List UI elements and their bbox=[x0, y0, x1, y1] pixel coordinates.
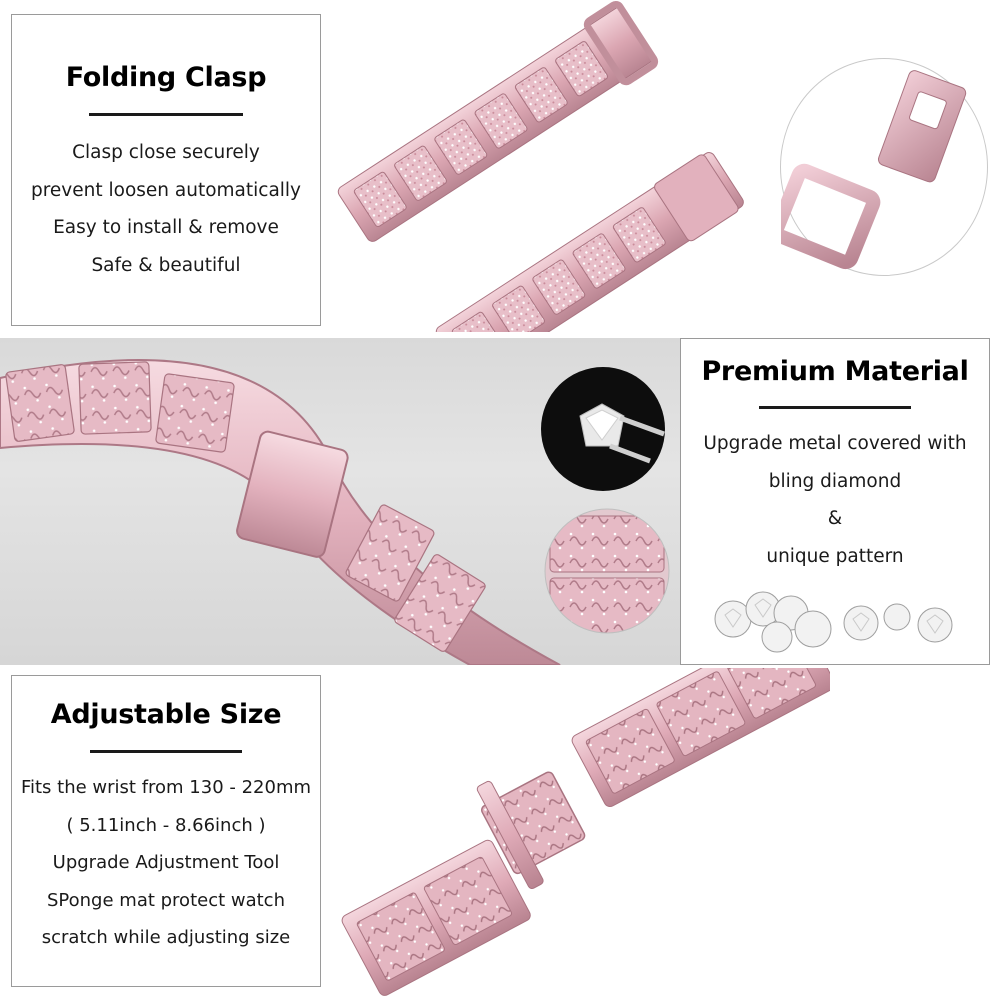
premium-material-line: unique pattern bbox=[766, 545, 904, 567]
band-links-illustration bbox=[341, 668, 830, 996]
watch-band-illustration bbox=[0, 359, 561, 666]
title-underline bbox=[89, 113, 243, 116]
adjustable-size-line: SPonge mat protect watch bbox=[47, 889, 285, 911]
adjustable-size-title: Adjustable Size bbox=[50, 699, 282, 730]
premium-material-line: bling diamond bbox=[768, 470, 902, 492]
premium-material-title: Premium Material bbox=[701, 356, 969, 387]
premium-material-lines: Upgrade metal covered with bling diamond… bbox=[681, 425, 989, 575]
title-underline bbox=[759, 406, 911, 409]
diamond-tweezers-illustration bbox=[541, 367, 665, 491]
folding-clasp-title: Folding Clasp bbox=[65, 62, 267, 93]
band-strips-illustration bbox=[337, 0, 744, 332]
clasp-detail-circle bbox=[769, 58, 988, 276]
loose-diamonds-illustration bbox=[714, 591, 953, 653]
adjustable-size-line: Upgrade Adjustment Tool bbox=[52, 852, 280, 873]
clasp-detail-icon bbox=[769, 70, 967, 270]
folding-clasp-line: Clasp close securely bbox=[72, 142, 260, 163]
adjustable-size-line: ( 5.11inch - 8.66inch ) bbox=[66, 814, 266, 836]
pattern-closeup-illustration bbox=[544, 508, 670, 634]
premium-material-line: & bbox=[827, 508, 843, 529]
folding-clasp-line: Safe & beautiful bbox=[91, 254, 241, 276]
folding-clasp-panel: Folding Clasp Clasp close securely preve… bbox=[11, 14, 321, 326]
folding-clasp-lines: Clasp close securely prevent loosen auto… bbox=[12, 134, 320, 284]
premium-material-panel: Premium Material Upgrade metal covered w… bbox=[680, 338, 990, 665]
adjustable-size-panel: Adjustable Size Fits the wrist from 130 … bbox=[11, 675, 321, 987]
adjustable-size-line: scratch while adjusting size bbox=[41, 927, 291, 948]
folding-clasp-line: prevent loosen automatically bbox=[30, 179, 302, 201]
folding-clasp-line: Easy to install & remove bbox=[53, 217, 279, 238]
title-underline bbox=[90, 750, 242, 753]
band-closeup-section bbox=[0, 338, 680, 666]
adjustable-size-line: Fits the wrist from 130 - 220mm bbox=[20, 777, 312, 798]
adjustable-size-lines: Fits the wrist from 130 - 220mm ( 5.11in… bbox=[12, 769, 320, 957]
premium-material-line: Upgrade metal covered with bbox=[703, 433, 967, 454]
